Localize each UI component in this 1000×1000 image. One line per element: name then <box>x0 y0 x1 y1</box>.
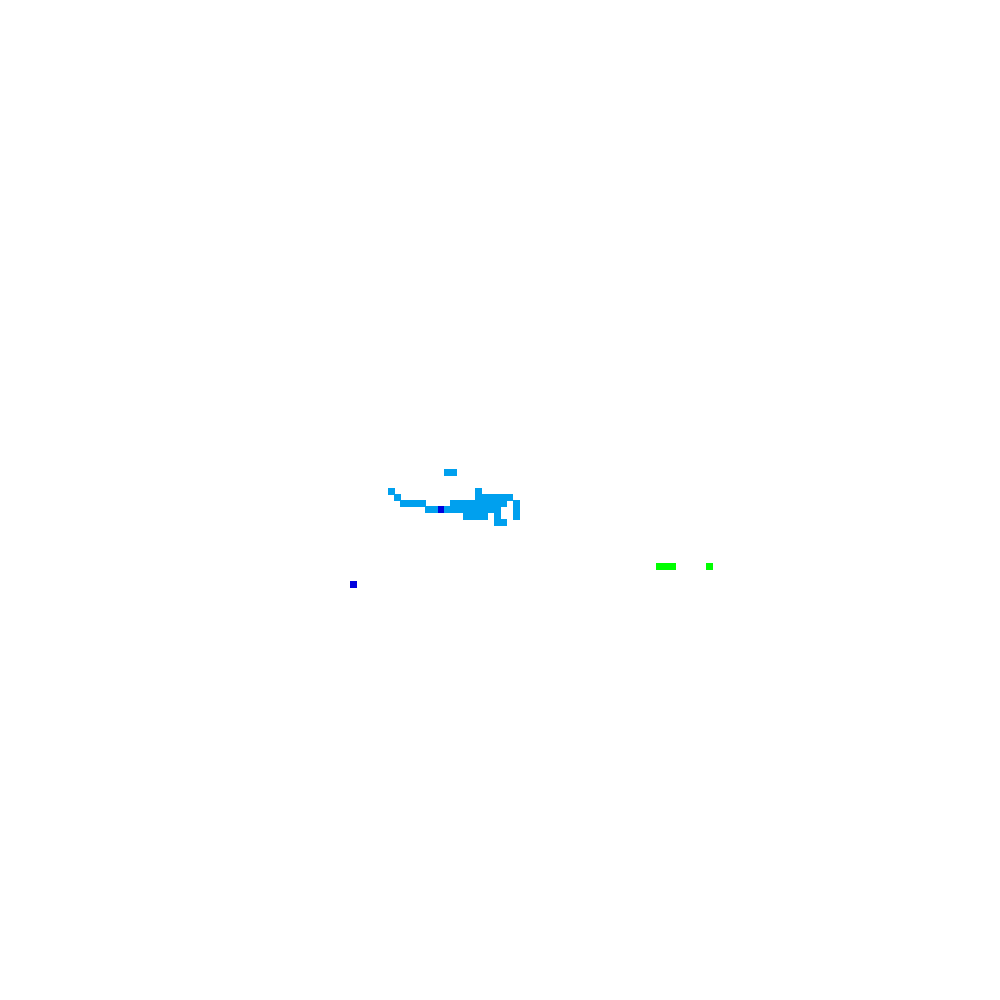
pixel-cell-light-blue <box>487 500 495 507</box>
pixel-cell-light-blue <box>500 500 507 507</box>
pixel-cell-light-blue <box>512 500 520 507</box>
pixel-cell-light-blue <box>487 506 495 514</box>
pixel-cell-light-blue <box>443 506 451 514</box>
pixel-cell-light-blue <box>500 518 507 526</box>
pixel-cell-light-blue <box>493 493 501 501</box>
pixel-cell-light-blue <box>418 500 426 507</box>
pixel-cell-light-blue <box>475 506 482 514</box>
pixel-cell-light-blue <box>493 506 501 514</box>
pixel-cell-light-blue <box>475 487 482 495</box>
pixel-cell-light-blue <box>475 512 482 520</box>
pixel-cell-light-blue <box>450 500 457 507</box>
pixel-cell-green <box>668 562 676 570</box>
pixel-cell-green <box>706 562 714 570</box>
pixel-cell-dark-blue <box>437 506 445 514</box>
pixel-cell-light-blue <box>462 512 470 520</box>
pixel-cell-light-blue <box>450 506 457 514</box>
pixel-cell-light-blue <box>493 512 501 520</box>
pixel-cell-light-blue <box>481 506 489 514</box>
pixel-cell-light-blue <box>487 493 495 501</box>
pixel-cell-light-blue <box>468 500 476 507</box>
pixel-cell-light-blue <box>481 512 489 520</box>
pixel-cell-light-blue <box>462 506 470 514</box>
pixel-cell-light-blue <box>387 487 395 495</box>
pixel-cell-green <box>662 562 670 570</box>
pixel-cell-light-blue <box>456 500 464 507</box>
pixel-cell-light-blue <box>512 512 520 520</box>
pixel-cell-light-blue <box>456 506 464 514</box>
pixel-cell-light-blue <box>412 500 420 507</box>
pixel-cell-light-blue <box>431 506 439 514</box>
pixel-cell-light-blue <box>481 493 489 501</box>
pixel-cell-light-blue <box>443 468 451 476</box>
pixel-cell-light-blue <box>475 493 482 501</box>
pixel-cell-light-blue <box>493 518 501 526</box>
pixel-cell-light-blue <box>500 493 507 501</box>
pixel-cell-light-blue <box>506 493 514 501</box>
pixel-cell-light-blue <box>468 512 476 520</box>
pixel-cell-light-blue <box>450 468 457 476</box>
pixel-cell-light-blue <box>406 500 414 507</box>
pixel-cell-light-blue <box>481 500 489 507</box>
pixel-cell-light-blue <box>462 500 470 507</box>
pixel-cell-green <box>656 562 664 570</box>
pixel-cell-light-blue <box>400 500 407 507</box>
pixel-cell-light-blue <box>425 506 432 514</box>
pixel-cell-light-blue <box>493 500 501 507</box>
pixel-cell-dark-blue <box>350 581 357 589</box>
pixel-cell-light-blue <box>512 506 520 514</box>
pixel-cell-light-blue <box>468 506 476 514</box>
pixel-cell-light-blue <box>393 493 401 501</box>
pixel-cell-light-blue <box>475 500 482 507</box>
